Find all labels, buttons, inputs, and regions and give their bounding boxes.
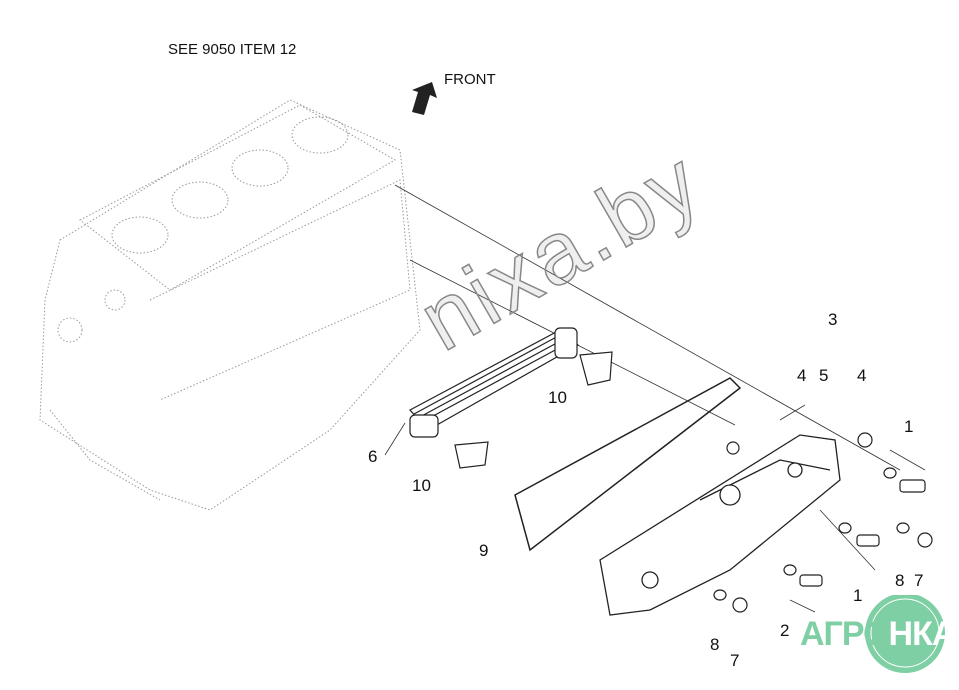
callout: 8 — [710, 635, 720, 654]
callout: 10 — [412, 476, 431, 495]
callout: 7 — [914, 571, 924, 590]
callout: 5 — [819, 366, 829, 385]
callout: 10 — [548, 388, 567, 407]
logo-text: АГРОНКА — [800, 615, 957, 654]
front-label: FRONT — [444, 71, 496, 88]
oil-cooler — [409, 327, 580, 438]
callout: 1 — [853, 586, 863, 605]
logo-text-right: НКА — [888, 615, 957, 653]
logo-text-left: АГРО — [800, 615, 890, 653]
cooler-housing — [599, 434, 841, 616]
gasket — [454, 351, 613, 469]
reference-note: SEE 9050 ITEM 12 — [168, 41, 297, 58]
bolts-washers — [713, 432, 933, 613]
callout: 8 — [895, 571, 905, 590]
callout: 3 — [828, 310, 838, 329]
callout: 7 — [730, 651, 740, 670]
callout: 2 — [780, 621, 790, 640]
engine-block — [39, 99, 421, 511]
agronka-logo: АГРОНКА — [800, 595, 959, 675]
callout: 4 — [857, 366, 867, 385]
callout: 6 — [368, 447, 378, 466]
logo-circle — [865, 595, 945, 673]
cover-gasket — [514, 377, 742, 552]
callout: 1 — [904, 417, 914, 436]
callout: 4 — [797, 366, 807, 385]
callout: 9 — [479, 541, 489, 560]
front-arrow-icon — [412, 82, 437, 115]
